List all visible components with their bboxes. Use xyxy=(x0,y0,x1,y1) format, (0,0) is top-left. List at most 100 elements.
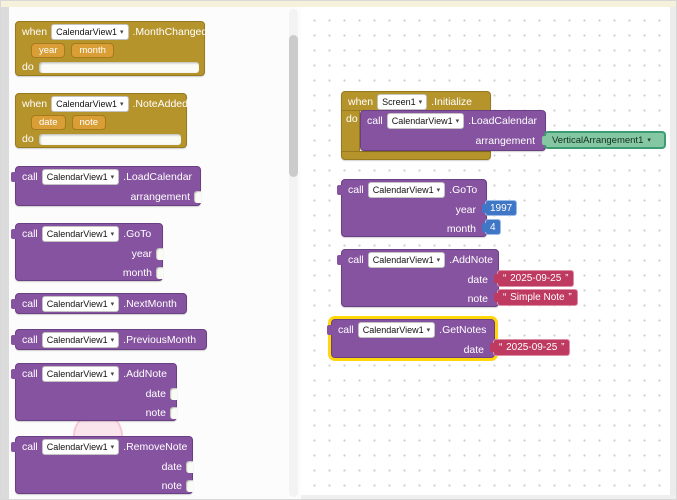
number-value[interactable]: 4 xyxy=(490,221,496,233)
component-dropdown[interactable]: CalendarView1 ▾ xyxy=(41,332,120,348)
keyword-call: call xyxy=(22,368,38,380)
ws-text-block-date[interactable]: “ 2025-09-25 ” xyxy=(494,270,575,287)
flyout-scrollbar-thumb[interactable] xyxy=(289,35,298,177)
block-header-row: call CalendarView1 ▾ .PreviousMonth xyxy=(16,330,206,350)
method-name: .PreviousMonth xyxy=(123,334,197,346)
component-dropdown[interactable]: CalendarView1 ▾ xyxy=(367,182,446,198)
method-name: .GetNotes xyxy=(439,324,487,336)
block-header-row: call CalendarView1 ▾ .LoadCalendar xyxy=(361,111,545,131)
dropdown-arrow-icon: ▾ xyxy=(418,98,423,106)
component-dropdown[interactable]: CalendarView1 ▾ xyxy=(51,96,129,112)
component-dropdown[interactable]: CalendarView1 ▾ xyxy=(51,24,129,40)
ws-call-getnotes[interactable]: call CalendarView1 ▾ .GetNotes date xyxy=(327,319,495,358)
ws-number-block-year[interactable]: 1997 xyxy=(482,200,518,216)
keyword-call: call xyxy=(22,171,38,183)
left-plug-connector xyxy=(11,172,16,182)
block-header-row: call CalendarView1 ▾ .GetNotes xyxy=(332,320,494,340)
left-plug-connector xyxy=(482,223,486,232)
arg-label: year xyxy=(131,247,152,260)
arg-label: arrangement xyxy=(475,134,535,147)
text-value[interactable]: Simple Note xyxy=(507,292,568,303)
ws-text-block-note[interactable]: “ Simple Note ” xyxy=(494,289,578,306)
value-socket xyxy=(186,460,193,473)
text-value[interactable]: 2025-09-25 xyxy=(503,342,561,353)
event-name: .NoteAdded xyxy=(132,98,188,110)
left-plug-connector xyxy=(490,343,494,352)
palette-block-loadcalendar[interactable]: call CalendarView1 ▾ .LoadCalendar arran… xyxy=(11,166,201,206)
arg-row-year: year xyxy=(16,244,163,263)
method-name: .RemoveNote xyxy=(123,441,188,453)
open-quote-icon: “ xyxy=(503,292,507,303)
param-pill-year[interactable]: year xyxy=(31,43,66,58)
component-dropdown[interactable]: CalendarView1 ▾ xyxy=(386,113,465,129)
number-value[interactable]: 1997 xyxy=(490,202,513,214)
ws-call-addnote[interactable]: call CalendarView1 ▾ .AddNote date note xyxy=(337,249,499,307)
arg-row-month: month xyxy=(342,219,486,238)
ws-number-block-month[interactable]: 4 xyxy=(482,219,501,235)
component-dropdown[interactable]: Screen1 ▾ xyxy=(377,94,428,110)
value-socket xyxy=(194,190,201,203)
arg-label: date xyxy=(463,343,484,356)
arg-label: date xyxy=(145,387,166,400)
arg-label: month xyxy=(446,222,476,235)
arg-row-month: month xyxy=(16,263,163,282)
bottom-edge-strip xyxy=(301,495,676,499)
component-name: Screen1 xyxy=(382,97,416,107)
ws-event-screen-initialize-header[interactable]: when Screen1 ▾ .Initialize xyxy=(341,91,491,111)
block-header-row: call CalendarView1 ▾ .RemoveNote xyxy=(16,437,192,457)
arg-label: arrangement xyxy=(130,190,190,203)
ws-call-loadcalendar[interactable]: call CalendarView1 ▾ .LoadCalendar arran… xyxy=(360,110,546,151)
value-socket xyxy=(156,266,163,279)
palette-block-nextmonth[interactable]: call CalendarView1 ▾ .NextMonth xyxy=(11,293,187,314)
do-row: do xyxy=(16,131,186,147)
palette-block-goto[interactable]: call CalendarView1 ▾ .GoTo year month xyxy=(11,223,163,282)
dropdown-arrow-icon: ▾ xyxy=(436,256,441,264)
arg-row-note: note xyxy=(16,403,177,422)
left-plug-connector xyxy=(494,293,498,302)
component-name: CalendarView1 xyxy=(46,335,108,345)
component-dropdown[interactable]: CalendarView1 ▾ xyxy=(41,226,120,242)
text-value[interactable]: 2025-09-25 xyxy=(507,273,565,284)
param-pill-date[interactable]: date xyxy=(31,115,66,130)
left-plug-connector xyxy=(11,229,16,239)
component-dropdown[interactable]: CalendarView1 ▾ xyxy=(41,439,120,455)
block-header-row: call CalendarView1 ▾ .GoTo xyxy=(342,180,486,200)
param-pill-note[interactable]: note xyxy=(71,115,106,130)
component-dropdown[interactable]: CalendarView1 ▾ xyxy=(41,169,120,185)
method-name: .GoTo xyxy=(449,184,478,196)
do-label: do xyxy=(22,133,34,145)
palette-block-noteadded[interactable]: when CalendarView1 ▾ .NoteAdded date not… xyxy=(15,93,188,148)
component-dropdown[interactable]: CalendarView1 ▾ xyxy=(41,296,120,312)
palette-block-previousmonth[interactable]: call CalendarView1 ▾ .PreviousMonth xyxy=(11,329,207,350)
palette-block-addnote[interactable]: call CalendarView1 ▾ .AddNote date note xyxy=(11,363,177,422)
left-plug-connector xyxy=(327,325,332,335)
keyword-call: call xyxy=(22,228,38,240)
component-dropdown[interactable]: CalendarView1 ▾ xyxy=(367,252,446,268)
keyword-call: call xyxy=(348,184,364,196)
component-name: VerticalArrangement1 xyxy=(552,134,644,146)
arg-label: date xyxy=(161,460,182,473)
block-header-row: when Screen1 ▾ .Initialize xyxy=(342,92,490,112)
component-name: CalendarView1 xyxy=(372,255,434,265)
ws-event-do-spine: do xyxy=(341,110,360,152)
palette-block-removenote[interactable]: call CalendarView1 ▾ .RemoveNote date no… xyxy=(11,436,193,494)
ws-text-block-getnotes-date[interactable]: “ 2025-09-25 ” xyxy=(490,339,571,356)
event-params-row: year month xyxy=(16,42,204,59)
param-pill-month[interactable]: month xyxy=(71,43,114,58)
flyout-scrollbar-track[interactable] xyxy=(289,9,298,497)
keyword-call: call xyxy=(338,324,354,336)
block-header-row: call CalendarView1 ▾ .GoTo xyxy=(16,224,162,244)
method-name: .AddNote xyxy=(123,368,167,380)
component-name: CalendarView1 xyxy=(56,99,117,109)
left-plug-connector xyxy=(494,274,498,283)
close-quote-icon: ” xyxy=(561,342,565,353)
component-dropdown[interactable]: CalendarView1 ▾ xyxy=(41,366,120,382)
component-name: CalendarView1 xyxy=(46,442,108,452)
ws-component-block-verticalarrangement1[interactable]: VerticalArrangement1 ▾ xyxy=(542,131,666,149)
component-name: CalendarView1 xyxy=(372,185,434,195)
component-dropdown[interactable]: CalendarView1 ▾ xyxy=(357,322,436,338)
ws-call-goto[interactable]: call CalendarView1 ▾ .GoTo year month xyxy=(337,179,487,238)
palette-block-monthchanged[interactable]: when CalendarView1 ▾ .MonthChanged year … xyxy=(15,21,207,76)
component-name: CalendarView1 xyxy=(362,325,424,335)
left-plug-connector xyxy=(337,185,342,195)
